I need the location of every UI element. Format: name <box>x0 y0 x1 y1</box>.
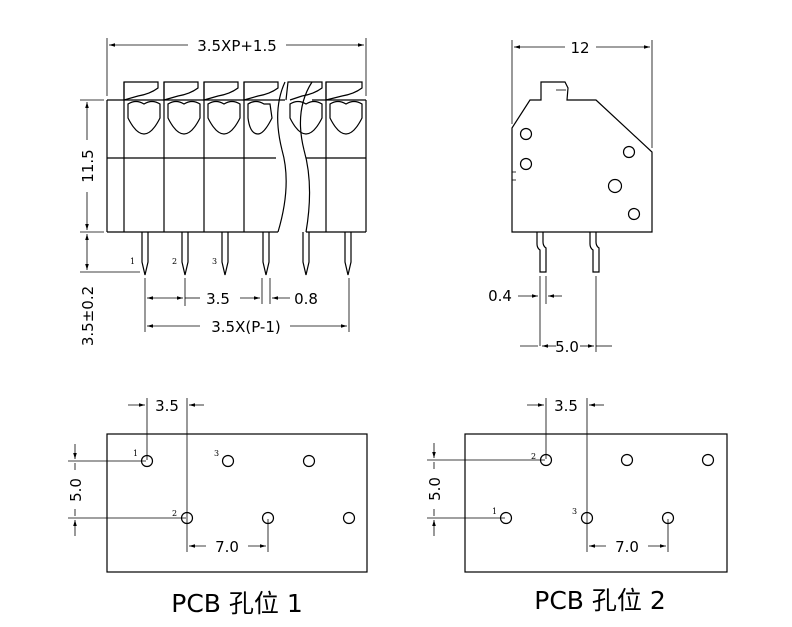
pcb-1-pitch-dimension-label: 3.5 <box>155 397 179 415</box>
pcb-2-hole <box>620 453 634 467</box>
pcb-1-hole-label-3: 3 <box>214 449 219 458</box>
side-pins <box>536 232 600 273</box>
side-view: 12 0.4 5.0 <box>488 39 653 356</box>
pcb-1-caption: PCB 孔位 1 <box>171 589 302 618</box>
pcb-1-row-dimension-label: 5.0 <box>67 478 85 502</box>
height-dimension <box>80 99 140 273</box>
terminal-body <box>106 81 367 233</box>
pcb-2-hole-label-1: 1 <box>492 507 497 516</box>
pcb-2-spacing-dimension-label: 7.0 <box>615 538 639 556</box>
span-dimension-label: 3.5X(P-1) <box>211 318 281 336</box>
pcb-2-hole-label-3: 3 <box>572 507 577 516</box>
pcb-2-pitch-dimension <box>527 398 604 552</box>
pin-length-dimension-label: 3.5±0.2 <box>79 286 97 346</box>
pcb-1-row-dimension <box>68 444 186 536</box>
pcb-1-outline <box>106 433 368 573</box>
width-dimension <box>106 38 367 96</box>
pcb-layout-2: 1 2 3 3.5 5.0 7.0 PCB 孔位 2 <box>426 397 728 615</box>
pcb-2-spacing-dimension <box>589 519 669 552</box>
terminal-pins <box>141 232 352 276</box>
pcb-2-caption: PCB 孔位 2 <box>534 586 665 615</box>
front-view: 1 2 3 3.5XP+1.5 11.5 3.5±0.2 <box>79 37 367 346</box>
pcb-2-hole <box>701 453 715 467</box>
pcb-1-hole-label-1: 1 <box>133 449 138 458</box>
pin-thickness-dimension <box>518 276 562 346</box>
pcb-1-spacing-dimension-label: 7.0 <box>215 538 239 556</box>
pcb-1-hole <box>302 454 316 468</box>
pcb-2-row-dimension-label: 5.0 <box>426 477 444 501</box>
pitch-dimension-label: 3.5 <box>206 290 230 308</box>
height-dimension-label: 11.5 <box>79 149 97 182</box>
pin-spacing-dimension-label: 5.0 <box>555 338 579 356</box>
pcb-1-pitch-dimension <box>128 398 204 552</box>
pcb-2-pitch-dimension-label: 3.5 <box>554 397 578 415</box>
pcb-1-hole <box>221 454 235 468</box>
pcb-1-spacing-dimension <box>189 519 269 552</box>
pcb-2-row-dimension <box>427 443 545 536</box>
depth-dimension <box>511 40 653 148</box>
pitch-dimension <box>144 278 350 332</box>
pin-thickness-dimension-label: 0.4 <box>488 287 512 305</box>
pin-spacing-dimension <box>520 276 612 352</box>
pcb-2-outline <box>464 433 728 573</box>
pcb-2-hole-label-2: 2 <box>531 452 536 461</box>
pin-label-1: 1 <box>130 257 135 266</box>
pin-width-dimension-label: 0.8 <box>294 290 318 308</box>
side-body <box>511 81 653 233</box>
pcb-layout-1: 1 2 3 3.5 5.0 7.0 PCB 孔位 1 <box>67 397 368 618</box>
width-dimension-label: 3.5XP+1.5 <box>197 37 277 55</box>
pin-label-2: 2 <box>172 257 177 266</box>
depth-dimension-label: 12 <box>570 39 589 57</box>
pcb-1-hole-label-2: 2 <box>172 509 177 518</box>
pin-label-3: 3 <box>212 257 217 266</box>
pcb-1-hole <box>342 511 356 525</box>
